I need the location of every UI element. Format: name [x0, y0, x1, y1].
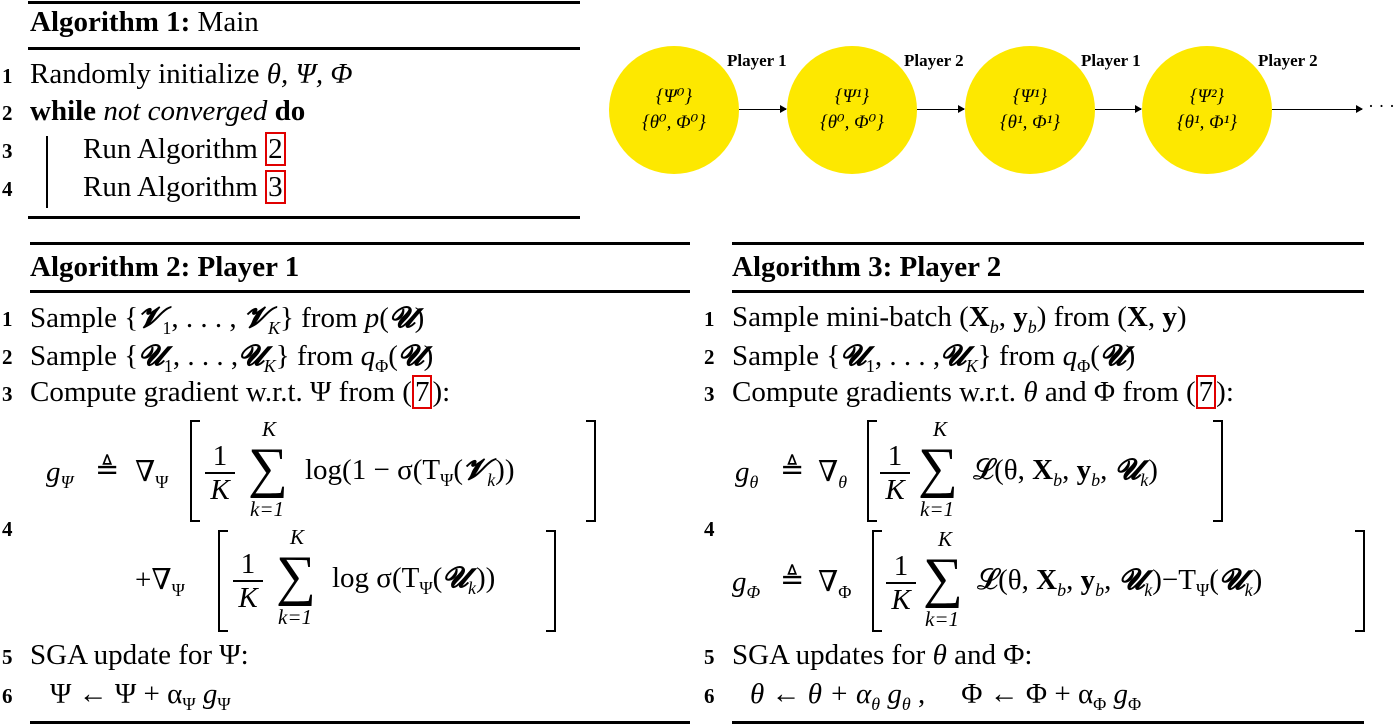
- alg3-mid-rule: [732, 290, 1364, 293]
- alg3-line-3: Compute gradients w.r.t. θ and Φ from (7…: [732, 375, 1234, 409]
- line-number: 1: [2, 307, 13, 331]
- state-node-3: {Ψ²} {θ¹, Φ¹}: [1142, 46, 1272, 174]
- alg1-title: Algorithm 1: Main: [30, 6, 259, 38]
- player-label: Player 1: [1081, 51, 1141, 70]
- loop-indent-bar: [46, 136, 48, 208]
- ellipsis: · · ·: [1368, 96, 1395, 116]
- sum-icon: ∑: [923, 547, 963, 609]
- alg3-bottom-rule: [732, 721, 1364, 724]
- bracket-icon: [218, 530, 228, 632]
- alg1-bottom-rule: [28, 216, 580, 219]
- bracket-icon: [546, 530, 556, 632]
- line-number: 4: [2, 177, 13, 201]
- alg1-line-1: Randomly initialize θ, Ψ, Φ: [30, 58, 353, 90]
- alg1-mid-rule: [28, 47, 580, 50]
- bracket-icon: [586, 420, 596, 522]
- line-number: 3: [2, 382, 13, 406]
- line-number: 5: [2, 645, 13, 669]
- line-number: 1: [2, 64, 13, 88]
- alg1-top-rule: [28, 1, 580, 4]
- alg2-mid-rule: [30, 290, 690, 293]
- alg3-top-rule: [732, 242, 1364, 245]
- line-number: 4: [704, 517, 715, 541]
- alg3-title: Algorithm 3: Player 2: [732, 251, 1002, 283]
- alg3-line-1: Sample mini-batch (Xb, yb) from (X, y): [732, 301, 1187, 337]
- player-label: Player 1: [727, 51, 787, 70]
- alg2-line-1: Sample {𝓥1, . . . , 𝓥K} from p(𝓤): [30, 300, 425, 338]
- arrow-icon: [739, 105, 787, 113]
- alg3-line-6: θ ← θ + αθ gθ ,Φ ← Φ + αΦ gΦ: [750, 678, 1142, 714]
- alg1-line-4: Run Algorithm 3: [83, 170, 286, 204]
- bracket-icon: [1355, 530, 1365, 632]
- bracket-icon: [867, 420, 877, 522]
- line-number: 4: [2, 517, 13, 541]
- line-number: 2: [2, 345, 13, 369]
- alg2-line-6: Ψ ← Ψ + αΨ gΨ: [50, 678, 231, 714]
- alg1-line-3: Run Algorithm 2: [83, 132, 286, 166]
- sum-icon: ∑: [918, 437, 958, 499]
- equation-7-link[interactable]: 7: [411, 375, 433, 409]
- state-node-1: {Ψ¹} {θ⁰, Φ⁰}: [787, 46, 917, 174]
- alg2-bottom-rule: [30, 721, 690, 724]
- algorithm-3-link[interactable]: 3: [265, 170, 286, 204]
- equation-7-link[interactable]: 7: [1195, 375, 1217, 409]
- line-number: 2: [704, 345, 715, 369]
- bracket-icon: [1213, 420, 1223, 522]
- arrow-icon: [1095, 105, 1142, 113]
- alg2-line-5: SGA update for Ψ:: [30, 639, 249, 671]
- alg2-title: Algorithm 2: Player 1: [30, 251, 300, 283]
- state-node-0: {Ψ⁰} {θ⁰, Φ⁰}: [609, 46, 739, 174]
- alg2-line-2: Sample {𝓤1, . . . ,𝓤K} from qΦ(𝓤): [30, 338, 434, 376]
- line-number: 6: [2, 684, 13, 708]
- alg2-top-rule: [30, 242, 690, 245]
- line-number: 1: [704, 307, 715, 331]
- bracket-icon: [872, 530, 882, 632]
- arrow-icon: [1272, 105, 1363, 113]
- alg1-line-2: while not converged do: [30, 95, 306, 127]
- line-number: 2: [2, 101, 13, 125]
- alg2-line-3: Compute gradient w.r.t. Ψ from (7):: [30, 375, 451, 409]
- bracket-icon: [190, 420, 200, 522]
- algorithm-2-link[interactable]: 2: [265, 132, 286, 166]
- line-number: 3: [2, 139, 13, 163]
- alg3-line-5: SGA updates for θ and Φ:: [732, 639, 1033, 671]
- arrow-icon: [917, 105, 965, 113]
- line-number: 5: [704, 645, 715, 669]
- line-number: 6: [704, 684, 715, 708]
- state-node-2: {Ψ¹} {θ¹, Φ¹}: [965, 46, 1095, 174]
- line-number: 3: [704, 382, 715, 406]
- sum-icon: ∑: [276, 545, 316, 607]
- alg3-line-2: Sample {𝓤1, . . . ,𝓤K} from qΦ(𝓤): [732, 338, 1136, 376]
- player-label: Player 2: [1258, 51, 1318, 70]
- player-label: Player 2: [904, 51, 964, 70]
- sum-icon: ∑: [248, 437, 288, 499]
